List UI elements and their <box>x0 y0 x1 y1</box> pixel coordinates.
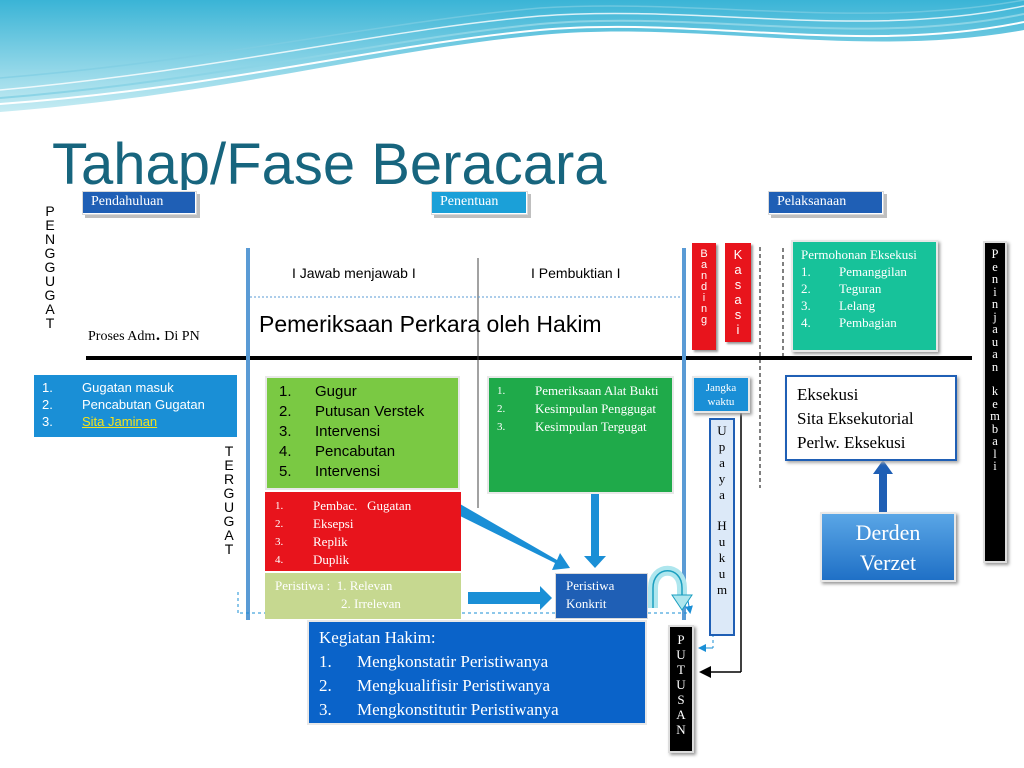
permohonan-item: 3.Lelang <box>801 298 876 313</box>
pembuktian-heading: I Pembuktian I <box>531 265 621 281</box>
red-list-item: 3.Replik <box>275 534 348 549</box>
eksekusi-line: Perlw. Eksekusi <box>797 433 906 452</box>
kegiatan-item: 1.Mengkonstatir Peristiwanya <box>319 652 549 671</box>
green-list-item: 2.Putusan Verstek <box>279 403 425 420</box>
permohonan-heading: Permohonan Eksekusi <box>801 247 917 262</box>
permohonan-item: 4.Pembagian <box>801 315 897 330</box>
green-list-item: 4.Pencabutan <box>279 443 396 460</box>
phase-tab-penentuan: Penentuan <box>431 191 528 215</box>
gugatan-item: 2.Pencabutan Gugatan <box>42 397 205 412</box>
phase-tab-pelaksanaan: Pelaksanaan <box>768 191 884 215</box>
pembuktian-item: 3.Kesimpulan Tergugat <box>497 419 647 434</box>
page-title: Tahap/Fase Beracara <box>52 132 607 190</box>
red-list-item: 1.Pembac. Gugatan <box>275 498 412 513</box>
derden-verzet-box: Derden Verzet <box>820 512 956 582</box>
proses-adm-label: Proses Adm. Di PN <box>88 320 200 345</box>
peristiwa-line2: 2. Irrelevan <box>341 596 401 611</box>
eksekusi-line: Eksekusi <box>797 385 859 404</box>
eksekusi-line: Sita Eksekutorial <box>797 409 914 428</box>
kegiatan-item: 2.Mengkualifisir Peristiwanya <box>319 676 551 695</box>
jangka-waktu-box: Jangka waktu <box>692 376 750 413</box>
kegiatan-item: 3.Mengkonstitutir Peristiwanya <box>319 700 559 719</box>
wave-header-decoration <box>0 0 1024 112</box>
pembuktian-box: 1.Pemeriksaan Alat Bukti 2.Kesimpulan Pe… <box>487 376 674 494</box>
peristiwa-box: Peristiwa : 1. Relevan 2. Irrelevan <box>265 573 461 619</box>
eksekusi-box: Eksekusi Sita Eksekutorial Perlw. Ekseku… <box>785 375 957 461</box>
green-list-item: 3.Intervensi <box>279 423 381 440</box>
gugatan-item: 3.Sita Jaminan <box>42 414 158 429</box>
permohonan-item: 1.Pemanggilan <box>801 264 907 279</box>
jawab-menjawab-heading: I Jawab menjawab I <box>292 265 416 281</box>
gugatan-box: 1.Gugatan masuk 2.Pencabutan Gugatan 3.S… <box>34 375 237 437</box>
peristiwa-konkrit-box: Peristiwa Konkrit <box>555 573 648 619</box>
pembuktian-item: 1.Pemeriksaan Alat Bukti <box>497 383 659 398</box>
replik-duplik-box: 1.Pembac. Gugatan 2.Eksepsi 3.Replik 4.D… <box>265 492 461 571</box>
peristiwa-line1: Peristiwa : 1. Relevan <box>275 578 393 593</box>
pemeriksaan-heading: Pemeriksaan Perkara oleh Hakim <box>259 311 602 337</box>
kegiatan-hakim-box: Kegiatan Hakim: 1.Mengkonstatir Peristiw… <box>307 620 647 725</box>
jawab-menjawab-box: 1.Gugur 2.Putusan Verstek 3.Intervensi 4… <box>265 376 460 490</box>
kegiatan-heading: Kegiatan Hakim: <box>319 628 436 647</box>
gugatan-item: 1.Gugatan masuk <box>42 380 174 395</box>
red-list-item: 4.Duplik <box>275 552 350 567</box>
green-list-item: 5.Intervensi <box>279 463 381 480</box>
sita-jaminan-link[interactable]: Sita Jaminan <box>82 414 158 429</box>
permohonan-eksekusi-box: Permohonan Eksekusi 1.Pemanggilan 2.Tegu… <box>791 240 938 352</box>
permohonan-item: 2.Teguran <box>801 281 882 296</box>
red-list-item: 2.Eksepsi <box>275 516 354 531</box>
pembuktian-item: 2.Kesimpulan Penggugat <box>497 401 656 416</box>
green-list-item: 1.Gugur <box>279 383 357 400</box>
phase-tab-pendahuluan: Pendahuluan <box>82 191 197 215</box>
